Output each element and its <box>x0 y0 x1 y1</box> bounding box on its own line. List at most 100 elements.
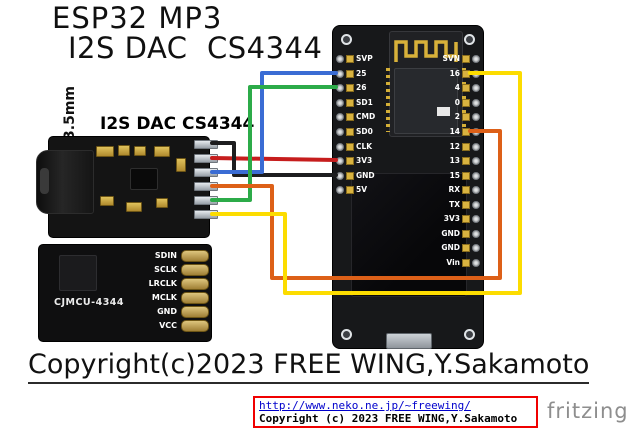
pin-label: 2 <box>454 112 460 121</box>
esp-wroom-module <box>386 31 466 137</box>
pin-pad-icon <box>462 128 470 136</box>
pin-hole-icon <box>472 259 480 267</box>
wire-green <box>210 85 338 202</box>
pin-label: LRCLK <box>148 279 177 288</box>
pin-pad-icon <box>462 230 470 238</box>
pin-pad-icon <box>462 70 470 78</box>
esp32-pin-svn: SVN <box>443 54 480 64</box>
esp32-pin-13: 13 <box>450 156 480 166</box>
esp32-board: SVP 25 26 SD1 CMD SD0 CLK 3V3 GND 5V SVN… <box>332 25 484 349</box>
audio-jack-ring-icon <box>40 168 49 194</box>
dac-header-pin <box>194 196 218 205</box>
pin-pad-icon <box>462 244 470 252</box>
pin-label: CMD <box>356 112 376 121</box>
solder-pad-icon <box>181 305 209 318</box>
solder-pad-icon <box>181 263 209 276</box>
pin-hole-icon <box>336 84 344 92</box>
esp32-pin-25: 25 <box>336 69 366 79</box>
cjmcu-pin-sdin: SDIN <box>154 249 209 262</box>
pin-label: 13 <box>449 156 460 165</box>
cjmcu-pin-vcc: VCC <box>159 319 209 332</box>
pin-label: SDIN <box>154 251 177 260</box>
pin-hole-icon <box>336 172 344 180</box>
esp32-pin-vin: Vin <box>446 258 480 268</box>
dac-module-label: I2S DAC CS4344 <box>100 114 255 134</box>
smd-component-icon <box>176 158 186 172</box>
esp32-pin-0: 0 <box>455 98 480 108</box>
smd-component-icon <box>134 146 146 156</box>
pin-label: 16 <box>449 69 460 78</box>
dac-header-pin <box>194 182 218 191</box>
pin-pad-icon <box>462 186 470 194</box>
esp32-pin-tx: TX <box>449 200 480 210</box>
pin-hole-icon <box>336 128 344 136</box>
esp32-pin-5v: 5V <box>336 185 367 195</box>
solder-pad-icon <box>181 249 209 262</box>
pin-label: SVN <box>442 54 460 63</box>
pin-pad-icon <box>462 55 470 63</box>
esp32-pin-rx: RX <box>448 185 480 195</box>
smd-component-icon <box>156 198 168 208</box>
smd-component-icon <box>126 202 142 212</box>
url-box: http://www.neko.ne.jp/~freewing/ Copyrig… <box>253 396 538 428</box>
pin-hole-icon <box>472 172 480 180</box>
usb-connector-icon <box>386 333 432 349</box>
pin-pad-icon <box>346 55 354 63</box>
pin-pad-icon <box>346 70 354 78</box>
pin-pad-icon <box>462 143 470 151</box>
pin-pad-icon <box>346 186 354 194</box>
esp32-pin-4: 4 <box>455 83 480 93</box>
pin-hole-icon <box>472 84 480 92</box>
pin-label: SCLK <box>154 265 177 274</box>
pin-pad-icon <box>462 172 470 180</box>
dac-header-pin <box>194 154 218 163</box>
smd-component-icon <box>118 145 130 156</box>
pin-hole-icon <box>336 143 344 151</box>
smd-component-icon <box>96 146 114 157</box>
pin-hole-icon <box>336 113 344 121</box>
solder-pad-icon <box>181 291 209 304</box>
esp32-pin-gnd-right-1: GND <box>441 229 480 239</box>
esp32-pin-2: 2 <box>455 112 480 122</box>
esp32-pin-15: 15 <box>450 171 480 181</box>
pin-hole-icon <box>472 186 480 194</box>
pin-label: 14 <box>449 127 460 136</box>
solder-pad-icon <box>181 319 209 332</box>
pin-label: GND <box>157 307 177 316</box>
pin-hole-icon <box>472 55 480 63</box>
pin-label: GND <box>441 243 460 252</box>
mounting-hole-icon <box>341 329 352 340</box>
pin-pad-icon <box>462 99 470 107</box>
castellated-pads-icon <box>386 68 390 132</box>
esp32-pin-sd1: SD1 <box>336 98 373 108</box>
pin-label: 0 <box>454 98 460 107</box>
esp32-pin-cmd: CMD <box>336 112 375 122</box>
pin-pad-icon <box>462 259 470 267</box>
esp32-pin-12: 12 <box>450 142 480 152</box>
pin-hole-icon <box>472 201 480 209</box>
esp32-pin-3v3-left: 3V3 <box>336 156 372 166</box>
dac-header-pin <box>194 168 218 177</box>
pin-pad-icon <box>462 113 470 121</box>
rf-shield-icon <box>394 68 458 134</box>
pin-label: 3V3 <box>443 214 460 223</box>
pin-label: GND <box>441 229 460 238</box>
wire-red <box>210 156 338 162</box>
pin-hole-icon <box>336 186 344 194</box>
pin-hole-icon <box>472 143 480 151</box>
pin-hole-icon <box>472 215 480 223</box>
pin-hole-icon <box>472 157 480 165</box>
pin-hole-icon <box>472 230 480 238</box>
pin-pad-icon <box>462 201 470 209</box>
cjmcu-pin-gnd: GND <box>157 305 209 318</box>
pin-pad-icon <box>346 157 354 165</box>
dac-header-pin <box>194 210 218 219</box>
cjmcu-pin-mclk: MCLK <box>152 291 209 304</box>
pin-label: SVP <box>356 54 373 63</box>
antenna-icon <box>394 40 458 62</box>
mounting-hole-icon <box>341 34 352 45</box>
copyright-text: Copyright(c)2023 FREE WING,Y.Sakamoto <box>28 349 590 384</box>
pin-pad-icon <box>462 215 470 223</box>
pin-label: SD1 <box>356 98 373 107</box>
box-copyright-text: Copyright (c) 2023 FREE WING,Y.Sakamoto <box>259 412 518 425</box>
